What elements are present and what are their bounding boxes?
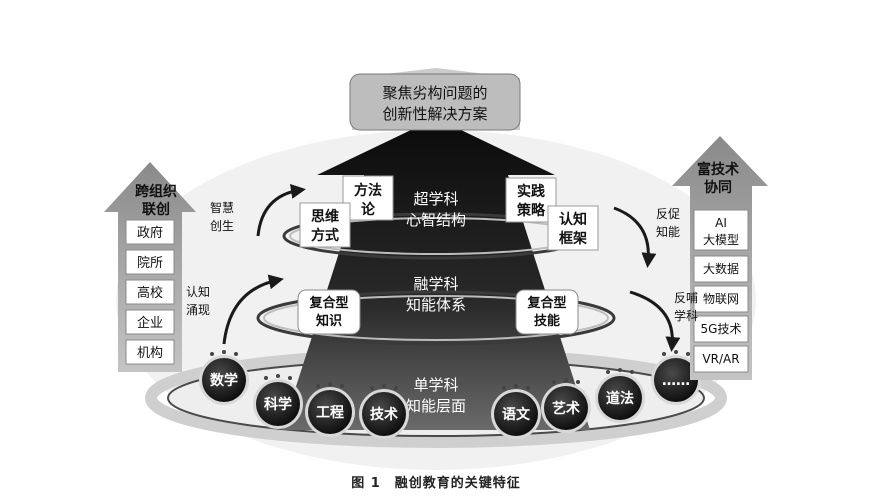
left-arrow-item: 院所 xyxy=(125,249,175,275)
left-arrow-item: 企业 xyxy=(125,309,175,335)
right-arrow-title-line2: 协同 xyxy=(704,179,732,196)
right-arrow-item: VR/AR xyxy=(693,345,749,373)
subject-ball: 工程 xyxy=(305,382,355,437)
subject-label: 数学 xyxy=(210,372,238,389)
tag-cognition: 认知 框架 xyxy=(547,205,599,251)
subject-label: 语文 xyxy=(502,406,531,423)
label-feedback-2: 知能 xyxy=(656,225,680,239)
svg-text:认知: 认知 xyxy=(559,211,587,228)
label-feedback-1: 反促 xyxy=(656,207,680,221)
left-arrow-item-label: 机构 xyxy=(137,346,163,361)
right-arrow-item-label: 大数据 xyxy=(703,261,739,276)
right-arrow-item: 5G技术 xyxy=(693,315,749,343)
label-nourish-1: 反哺 xyxy=(674,291,698,305)
subject-label: 艺术 xyxy=(552,400,580,417)
svg-text:方法: 方法 xyxy=(354,182,382,199)
label-wisdom-2: 创生 xyxy=(210,219,234,233)
svg-text:框架: 框架 xyxy=(559,230,587,247)
left-arrow-title-line2: 联创 xyxy=(142,201,170,218)
subject-ball: …… xyxy=(651,350,701,405)
tag-composite-skills: 复合型 技能 xyxy=(515,289,579,335)
svg-text:复合型: 复合型 xyxy=(308,295,348,311)
subject-ball: 艺术 xyxy=(541,378,591,433)
subject-ball: 科学 xyxy=(253,374,303,429)
subject-ball: 数学 xyxy=(199,350,249,405)
label-emergence-1: 认知 xyxy=(186,285,210,299)
svg-text:技能: 技能 xyxy=(534,313,560,329)
right-arrow-title-line1: 富技术 xyxy=(697,161,739,178)
subject-ball: 语文 xyxy=(491,384,541,439)
tag-method: 方法 论 xyxy=(342,175,394,221)
top-layer-line2: 心智结构 xyxy=(406,211,466,229)
svg-text:实践: 实践 xyxy=(517,183,545,200)
subject-label: 工程 xyxy=(316,405,344,421)
curved-arrow-right-upper xyxy=(613,206,657,268)
label-nourish-2: 学科 xyxy=(674,308,698,323)
curved-arrow-left-upper xyxy=(256,184,306,237)
middle-ring-inner xyxy=(263,295,609,341)
tag-composite-knowledge: 复合型 知识 xyxy=(297,289,361,335)
middle-layer-line1: 融学科 xyxy=(413,275,458,293)
goal-line1: 聚焦劣构问题的 xyxy=(382,84,487,102)
middle-ring xyxy=(256,290,616,346)
left-arrow-title-line1: 跨组织 xyxy=(135,183,177,200)
subject-ball: 道法 xyxy=(595,368,645,423)
subject-label: 科学 xyxy=(264,396,292,413)
left-arrow-item-label: 政府 xyxy=(137,226,163,241)
label-wisdom-1: 智慧 xyxy=(210,200,234,215)
left-arrow-item-label: 企业 xyxy=(137,315,163,331)
subject-label: 道法 xyxy=(606,390,634,407)
svg-text:知识: 知识 xyxy=(316,313,342,329)
right-arrow-item-label: 物联网 xyxy=(703,292,739,306)
left-arrow-item-label: 高校 xyxy=(137,285,163,301)
right-arrow-item: 大数据 xyxy=(693,255,749,283)
top-layer-line1: 超学科 xyxy=(413,190,458,208)
right-arrow-item-label: VR/AR xyxy=(702,352,739,366)
right-arrow-item-label: 5G技术 xyxy=(701,322,742,336)
right-arrow-item: 物联网 xyxy=(693,285,749,313)
goal-line2: 创新性解决方案 xyxy=(382,105,487,123)
svg-text:思维: 思维 xyxy=(311,208,339,225)
curved-arrow-right-lower xyxy=(629,290,681,352)
bottom-layer-line2: 知能层面 xyxy=(406,397,466,415)
svg-text:方式: 方式 xyxy=(311,227,339,244)
label-emergence-2: 涌现 xyxy=(186,303,210,317)
tag-thinking: 思维 方式 xyxy=(299,202,351,248)
left-arrow-item-label: 院所 xyxy=(137,256,163,271)
subject-label: …… xyxy=(662,373,690,389)
right-arrow-item-label: AI xyxy=(715,216,727,230)
left-arrow-item: 高校 xyxy=(125,279,175,305)
right-arrow-item-label: 大模型 xyxy=(703,233,739,247)
right-arrow-item: AI 大模型 xyxy=(693,209,749,251)
svg-text:论: 论 xyxy=(361,201,376,218)
svg-text:策略: 策略 xyxy=(516,202,546,219)
goal-box xyxy=(349,73,521,131)
left-arrow-item: 政府 xyxy=(125,219,175,245)
left-arrow-item: 机构 xyxy=(125,339,175,365)
svg-text:复合型: 复合型 xyxy=(526,295,566,311)
figure-caption: 图 1 融创教育的关键特征 xyxy=(351,476,521,491)
subject-ball: 技术 xyxy=(359,384,409,439)
subject-label: 技术 xyxy=(370,406,398,423)
curved-arrow-left-lower xyxy=(222,274,284,345)
subject-balls: 数学科学工程 技术 语文 艺术 道法 …… xyxy=(199,350,701,439)
bottom-layer-line1: 单学科 xyxy=(413,376,458,394)
middle-layer-line2: 知能体系 xyxy=(406,296,466,314)
